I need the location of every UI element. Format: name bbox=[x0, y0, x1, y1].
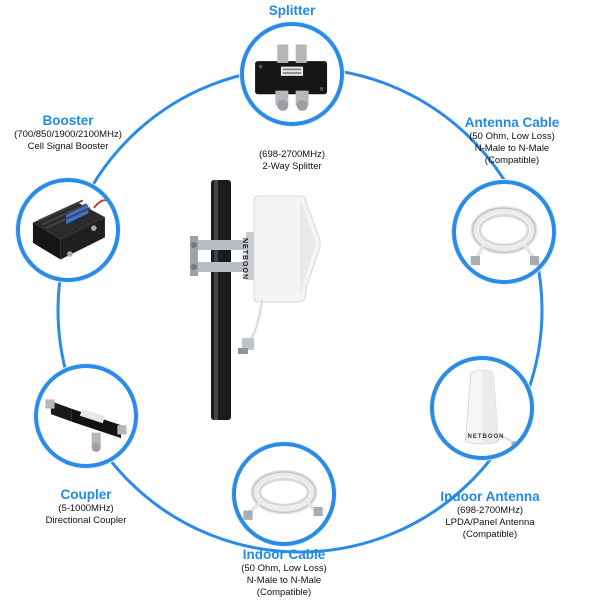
indoor-antenna-icon bbox=[464, 369, 519, 449]
splitter-title-label: Splitter bbox=[268, 3, 316, 18]
splitter-icon bbox=[255, 44, 328, 111]
booster-label: Booster (700/850/1900/2100MHz) Cell Sign… bbox=[14, 113, 122, 152]
antenna-cable-label: Antenna Cable (50 Ohm, Low Loss) N-Male … bbox=[464, 115, 560, 166]
coupler-label: Coupler (5-1000MHz) Directional Coupler bbox=[45, 487, 127, 526]
booster-icon bbox=[32, 199, 108, 260]
indoor-cable-label: Indoor Cable (50 Ohm, Low Loss) N-Male t… bbox=[241, 547, 327, 598]
splitter-caption: (698-2700MHz) 2-Way Splitter bbox=[259, 149, 325, 172]
cable-coil-icon bbox=[470, 206, 540, 266]
coupler-icon bbox=[45, 399, 127, 452]
coupler-node[interactable] bbox=[34, 364, 138, 468]
indoor-antenna-label: Indoor Antenna (698-2700MHz) LPDA/Panel … bbox=[440, 489, 540, 540]
antenna-cable-node[interactable] bbox=[452, 180, 556, 284]
indoor-antenna-brand: NETBOON bbox=[467, 434, 505, 440]
cable-coil-icon bbox=[243, 470, 323, 520]
outdoor-antenna-brand: NETBOON bbox=[241, 238, 248, 280]
booster-node[interactable] bbox=[16, 178, 120, 282]
splitter-node[interactable] bbox=[240, 22, 344, 126]
indoor-antenna-node[interactable]: NETBOON bbox=[430, 356, 534, 460]
indoor-cable-node[interactable] bbox=[232, 442, 336, 546]
